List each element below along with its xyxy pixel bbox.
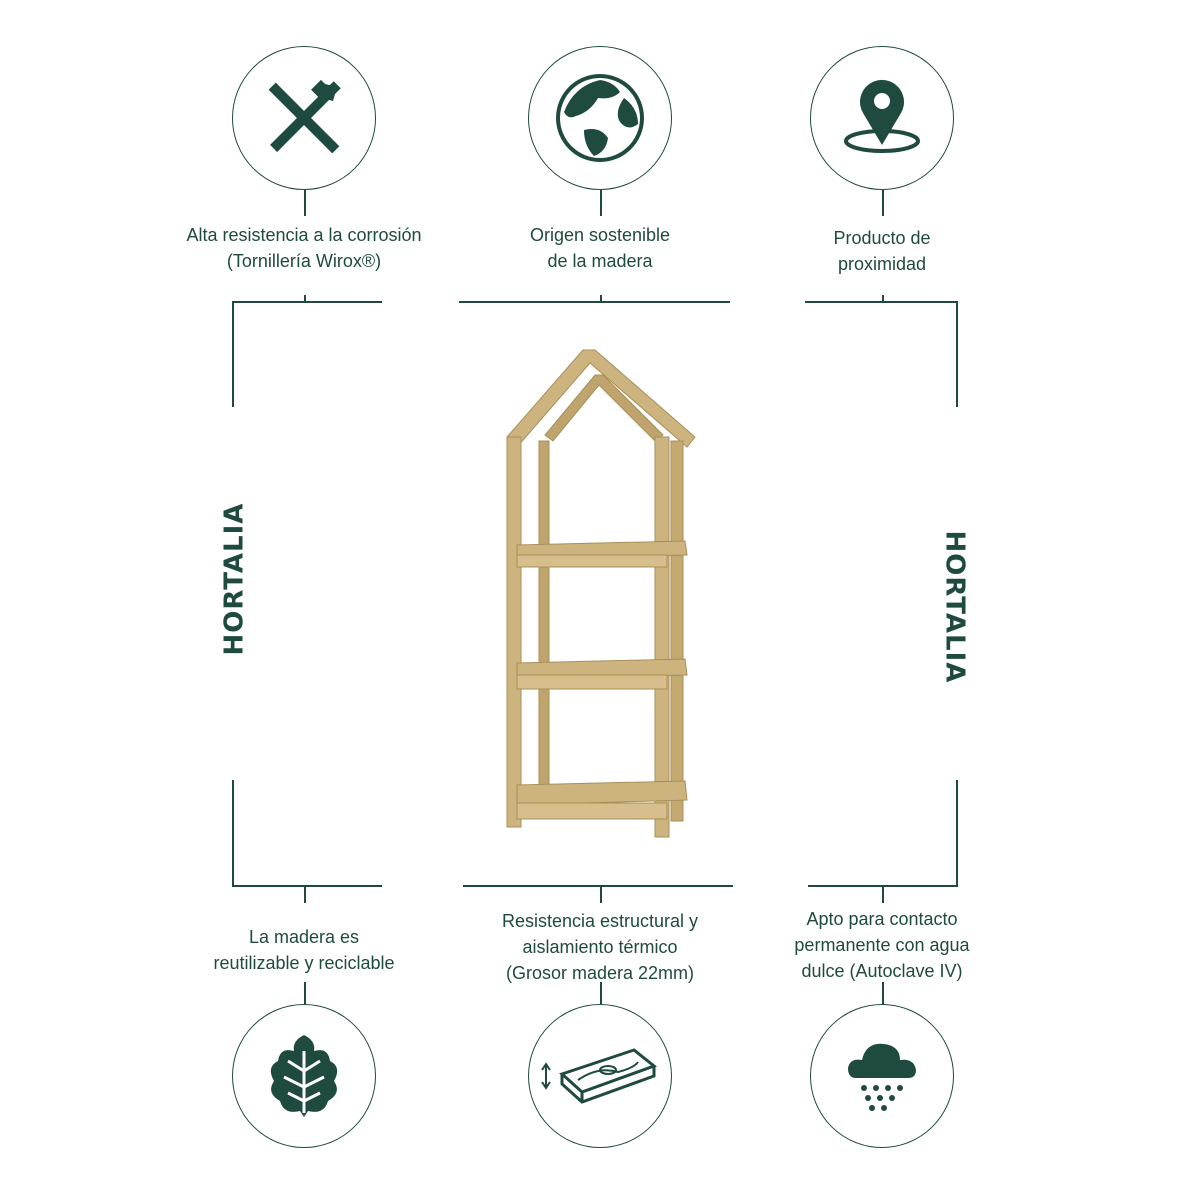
brand-logo-right: HORTALIA xyxy=(939,530,970,684)
globe-icon xyxy=(528,46,672,190)
screw-bolt-icon xyxy=(232,46,376,190)
frame-line xyxy=(232,301,234,407)
frame-line xyxy=(232,780,234,886)
connector xyxy=(882,295,884,302)
frame-line xyxy=(459,301,730,303)
connector xyxy=(304,190,306,216)
frame-line xyxy=(956,301,958,407)
connector xyxy=(304,295,306,302)
frame-line xyxy=(232,885,382,887)
wooden-shelf-image xyxy=(506,349,696,838)
wood-plank-icon xyxy=(528,1004,672,1148)
frame-line xyxy=(463,885,733,887)
connector xyxy=(600,295,602,302)
frame-line xyxy=(805,301,957,303)
connector xyxy=(600,982,602,1004)
connector xyxy=(882,190,884,216)
rain-cloud-icon xyxy=(810,1004,954,1148)
location-pin-icon xyxy=(810,46,954,190)
connector xyxy=(882,982,884,1004)
connector xyxy=(882,885,884,903)
connector xyxy=(600,885,602,903)
connector xyxy=(304,982,306,1004)
frame-line xyxy=(232,301,382,303)
connector xyxy=(304,885,306,903)
connector xyxy=(600,190,602,216)
leaf-icon xyxy=(232,1004,376,1148)
frame-line xyxy=(956,780,958,886)
feature-text: Alta resistencia a la corrosión(Tornille… xyxy=(186,225,422,271)
brand-logo-left: HORTALIA xyxy=(219,502,250,656)
